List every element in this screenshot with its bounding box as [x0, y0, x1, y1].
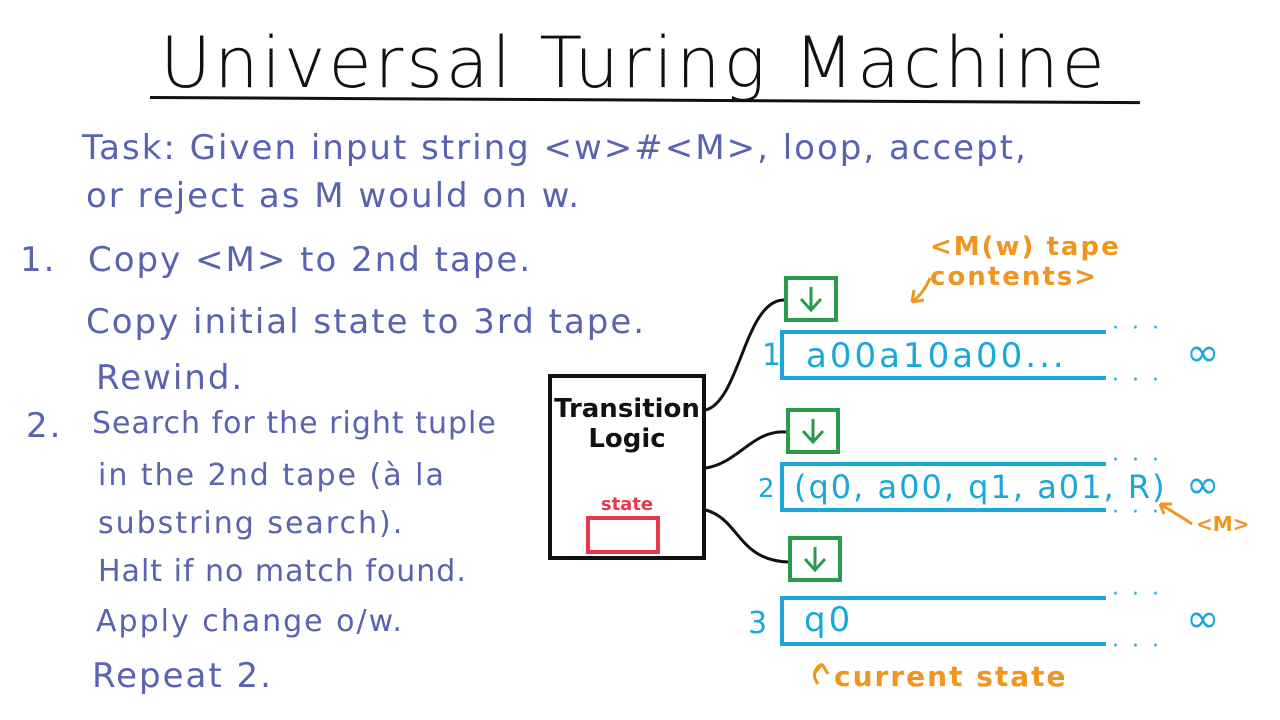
tape-2-dots-top: · · ·: [1112, 448, 1162, 473]
step-1-line-1: Copy <M> to 2nd tape.: [88, 240, 533, 280]
tape-1-dots-top: · · ·: [1112, 316, 1162, 341]
task-line-1: Task: Given input string <w>#<M>, loop, …: [82, 128, 1028, 168]
tape-1-box: [780, 330, 1106, 380]
transition-logic-label: Transition Logic: [554, 394, 700, 454]
state-register-box: [586, 516, 660, 554]
tape-2-annotation: <M>: [1196, 512, 1250, 536]
step-2-line-6: Repeat 2.: [92, 656, 273, 696]
down-arrow-icon: [803, 547, 827, 573]
tape-2-infinity: ∞: [1186, 462, 1220, 508]
step-2-line-4: Halt if no match found.: [98, 554, 467, 589]
tape-3-number: 3: [748, 606, 768, 641]
tape-2-head: [786, 408, 840, 454]
tape-1-infinity: ∞: [1186, 330, 1220, 376]
tape-3-box: [780, 596, 1106, 646]
tape-3-head: [788, 536, 842, 582]
tape-1-annotation: <M(w) tape contents>: [930, 232, 1121, 292]
tape-1-dots-bottom: · · ·: [1112, 368, 1162, 393]
tape-3-annotation: current state: [834, 660, 1068, 693]
tape-2-box: [780, 462, 1106, 512]
tape-3-dots-top: · · ·: [1112, 582, 1162, 607]
tape-3-dots-bottom: · · ·: [1112, 634, 1162, 659]
tape-2-content: (q0, a00, q1, a01, R): [794, 468, 1167, 506]
tape-2-number: 2: [758, 474, 775, 504]
down-arrow-icon: [799, 287, 823, 313]
state-label: state: [600, 494, 654, 515]
tape-1-content: a00a10a00...: [806, 336, 1067, 376]
step-2-line-3: substring search).: [98, 506, 405, 541]
tape-3-content: q0: [804, 600, 854, 640]
step-1-number: 1.: [20, 240, 57, 280]
step-2-line-2: in the 2nd tape (à la: [98, 458, 446, 493]
step-2-line-5: Apply change o/w.: [96, 604, 404, 639]
page-title: Universal Turing Machine: [160, 22, 1108, 104]
tape-1-number: 1: [762, 338, 782, 373]
step-2-line-1: Search for the right tuple: [92, 406, 497, 441]
transition-logic-box: Transition Logic state: [548, 374, 706, 560]
tape-3-infinity: ∞: [1186, 596, 1220, 642]
down-arrow-icon: [801, 419, 825, 445]
tape-1-head: [784, 276, 838, 322]
step-1-line-3: Rewind.: [96, 358, 245, 398]
step-2-number: 2.: [26, 406, 63, 446]
tape-2-dots-bottom: · · ·: [1112, 500, 1162, 525]
step-1-line-2: Copy initial state to 3rd tape.: [86, 302, 647, 342]
task-line-2: or reject as M would on w.: [86, 176, 582, 216]
